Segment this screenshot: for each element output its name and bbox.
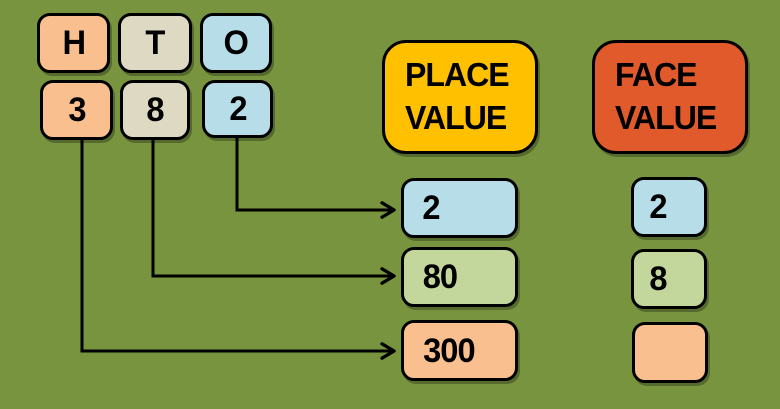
place-value-heading-line1: PLACE xyxy=(405,56,510,94)
place-value-heading: PLACE VALUE xyxy=(382,40,538,154)
arrow-ones-to-place-value xyxy=(235,130,396,219)
column-header-hundreds: H xyxy=(37,13,110,73)
digit-tens: 8 xyxy=(120,80,190,140)
face-value-heading: FACE VALUE xyxy=(592,40,748,154)
face-value-heading-line2: VALUE xyxy=(615,99,717,136)
ones-letter-label: O xyxy=(223,24,249,62)
ones-digit-label: 2 xyxy=(228,90,247,128)
place-value-ones-box: 2 xyxy=(401,178,518,238)
face-value-tens-box: 8 xyxy=(631,249,707,309)
digit-hundreds: 3 xyxy=(40,80,113,140)
arrow-tens-to-place-value xyxy=(151,130,396,285)
tens-digit-label: 8 xyxy=(146,91,164,129)
place-value-ones-label: 2 xyxy=(422,189,440,227)
place-value-tens-box: 80 xyxy=(401,247,518,307)
arrow-hundreds-to-place-value xyxy=(80,130,396,360)
face-value-ones-box: 2 xyxy=(631,177,707,237)
column-header-ones: O xyxy=(200,13,272,73)
place-value-tens-label: 80 xyxy=(422,258,458,296)
face-value-tens-label: 8 xyxy=(649,260,667,298)
face-value-heading-line1: FACE xyxy=(615,56,697,94)
face-value-hundreds-box-empty xyxy=(632,322,708,383)
place-value-heading-line2: VALUE xyxy=(405,99,507,136)
column-header-tens: T xyxy=(118,13,192,73)
tens-letter-label: T xyxy=(145,24,166,62)
face-value-ones-label: 2 xyxy=(649,188,667,226)
digit-ones: 2 xyxy=(202,80,273,138)
hundreds-digit-label: 3 xyxy=(67,91,86,129)
place-value-hundreds-label: 300 xyxy=(423,331,476,370)
hundreds-letter-label: H xyxy=(62,24,86,62)
place-value-hundreds-box: 300 xyxy=(401,320,518,381)
